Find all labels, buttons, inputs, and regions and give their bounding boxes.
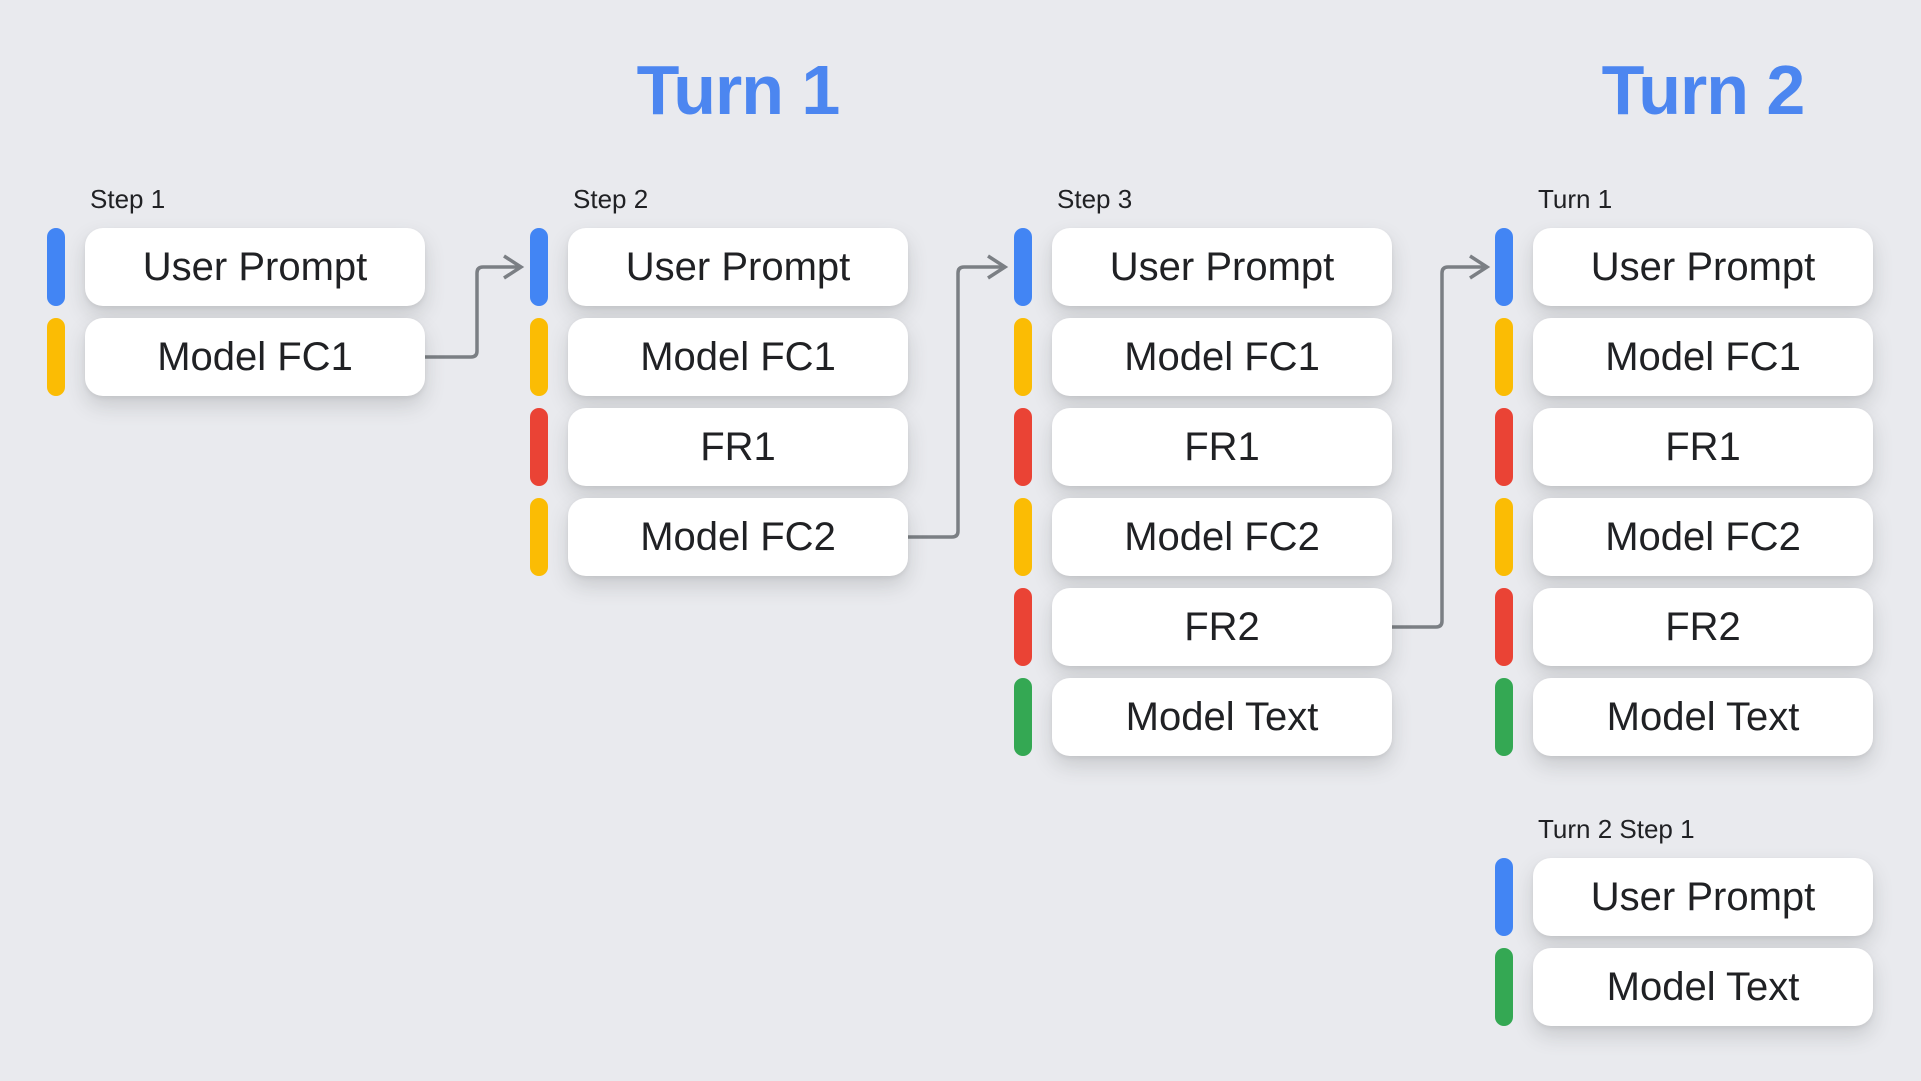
flow-arrow-step1-to-step2	[423, 254, 525, 359]
card-model-fc2: Model FC2	[1052, 498, 1392, 576]
message-row: FR2	[1495, 588, 1873, 666]
user-prompt-color-bar	[47, 228, 65, 306]
message-row: User Prompt	[47, 228, 425, 306]
group-step-3: Step 3 User Prompt Model FC1 FR1	[1014, 183, 1392, 756]
turn-1-header: Turn 1	[636, 51, 841, 129]
card-fr2: FR2	[1533, 588, 1873, 666]
card-user-prompt: User Prompt	[1533, 858, 1873, 936]
card-user-prompt: User Prompt	[568, 228, 908, 306]
card-user-prompt: User Prompt	[85, 228, 425, 306]
card-label: Model FC1	[1124, 334, 1320, 379]
message-row: User Prompt	[1495, 858, 1873, 936]
function-response-color-bar	[1014, 408, 1032, 486]
card-model-text: Model Text	[1533, 948, 1873, 1026]
message-row: Model Text	[1014, 678, 1392, 756]
function-response-color-bar	[1014, 588, 1032, 666]
model-fc-color-bar	[530, 318, 548, 396]
user-prompt-color-bar	[1495, 858, 1513, 936]
message-row: Model FC1	[1495, 318, 1873, 396]
message-row: User Prompt	[1495, 228, 1873, 306]
card-label: Model Text	[1606, 964, 1800, 1009]
user-prompt-color-bar	[1495, 228, 1513, 306]
message-row: Model FC1	[530, 318, 908, 396]
function-response-color-bar	[1495, 588, 1513, 666]
card-model-fc2: Model FC2	[568, 498, 908, 576]
turn-2-header: Turn 2	[1601, 51, 1806, 129]
message-row: FR1	[1495, 408, 1873, 486]
group-turn-1: Turn 1 User Prompt Model FC1 FR1	[1495, 183, 1873, 756]
model-fc-color-bar	[1014, 318, 1032, 396]
model-fc-color-bar	[530, 498, 548, 576]
card-label: Model FC2	[1124, 514, 1320, 559]
user-prompt-color-bar	[530, 228, 548, 306]
model-fc-color-bar	[47, 318, 65, 396]
card-label: FR1	[700, 424, 776, 469]
message-row: Model FC2	[1014, 498, 1392, 576]
user-prompt-color-bar	[1014, 228, 1032, 306]
card-label: User Prompt	[625, 244, 851, 289]
model-fc-color-bar	[1495, 498, 1513, 576]
card-label: Model FC2	[1605, 514, 1801, 559]
message-row: FR2	[1014, 588, 1392, 666]
model-text-color-bar	[1495, 678, 1513, 756]
group-label-turn-1: Turn 1	[1538, 184, 1613, 214]
model-fc-color-bar	[1495, 318, 1513, 396]
model-fc-color-bar	[1014, 498, 1032, 576]
message-row: Model Text	[1495, 948, 1873, 1026]
group-turn-2-step-1: Turn 2 Step 1 User Prompt Model Text	[1495, 813, 1873, 1026]
group-label-turn-2-step-1: Turn 2 Step 1	[1538, 814, 1695, 844]
card-fr1: FR1	[568, 408, 908, 486]
card-label: Model FC2	[640, 514, 836, 559]
card-label: User Prompt	[1109, 244, 1335, 289]
message-row: User Prompt	[1014, 228, 1392, 306]
group-label-step-2: Step 2	[573, 184, 649, 214]
card-label: User Prompt	[1590, 244, 1816, 289]
card-label: Model Text	[1606, 694, 1800, 739]
card-model-text: Model Text	[1533, 678, 1873, 756]
message-row: Model FC2	[530, 498, 908, 576]
card-user-prompt: User Prompt	[1052, 228, 1392, 306]
function-response-color-bar	[1495, 408, 1513, 486]
message-row: User Prompt	[530, 228, 908, 306]
message-row: Model FC1	[47, 318, 425, 396]
flow-arrow-step2-to-step3	[906, 254, 1009, 539]
function-response-color-bar	[530, 408, 548, 486]
card-fr2: FR2	[1052, 588, 1392, 666]
card-fr1: FR1	[1052, 408, 1392, 486]
message-row: Model FC1	[1014, 318, 1392, 396]
group-label-step-1: Step 1	[90, 184, 166, 214]
card-label: Model Text	[1125, 694, 1319, 739]
message-row: FR1	[530, 408, 908, 486]
card-fr1: FR1	[1533, 408, 1873, 486]
group-step-1: Step 1 User Prompt Model FC1	[47, 183, 425, 396]
model-text-color-bar	[1014, 678, 1032, 756]
message-row: FR1	[1014, 408, 1392, 486]
card-label: FR2	[1184, 604, 1260, 649]
card-model-fc2: Model FC2	[1533, 498, 1873, 576]
card-model-fc1: Model FC1	[1052, 318, 1392, 396]
card-model-fc1: Model FC1	[1533, 318, 1873, 396]
card-label: Model FC1	[1605, 334, 1801, 379]
card-label: Model FC1	[157, 334, 353, 379]
model-text-color-bar	[1495, 948, 1513, 1026]
message-row: Model FC2	[1495, 498, 1873, 576]
card-label: User Prompt	[1590, 874, 1816, 919]
card-model-fc1: Model FC1	[568, 318, 908, 396]
card-user-prompt: User Prompt	[1533, 228, 1873, 306]
card-model-fc1: Model FC1	[85, 318, 425, 396]
flow-arrow-step3-to-turn1	[1390, 254, 1491, 629]
card-label: FR1	[1184, 424, 1260, 469]
message-row: Model Text	[1495, 678, 1873, 756]
group-step-2: Step 2 User Prompt Model FC1 FR1	[530, 183, 908, 576]
card-label: Model FC1	[640, 334, 836, 379]
card-model-text: Model Text	[1052, 678, 1392, 756]
group-label-step-3: Step 3	[1057, 184, 1133, 214]
card-label: User Prompt	[142, 244, 368, 289]
card-label: FR2	[1665, 604, 1741, 649]
card-label: FR1	[1665, 424, 1741, 469]
